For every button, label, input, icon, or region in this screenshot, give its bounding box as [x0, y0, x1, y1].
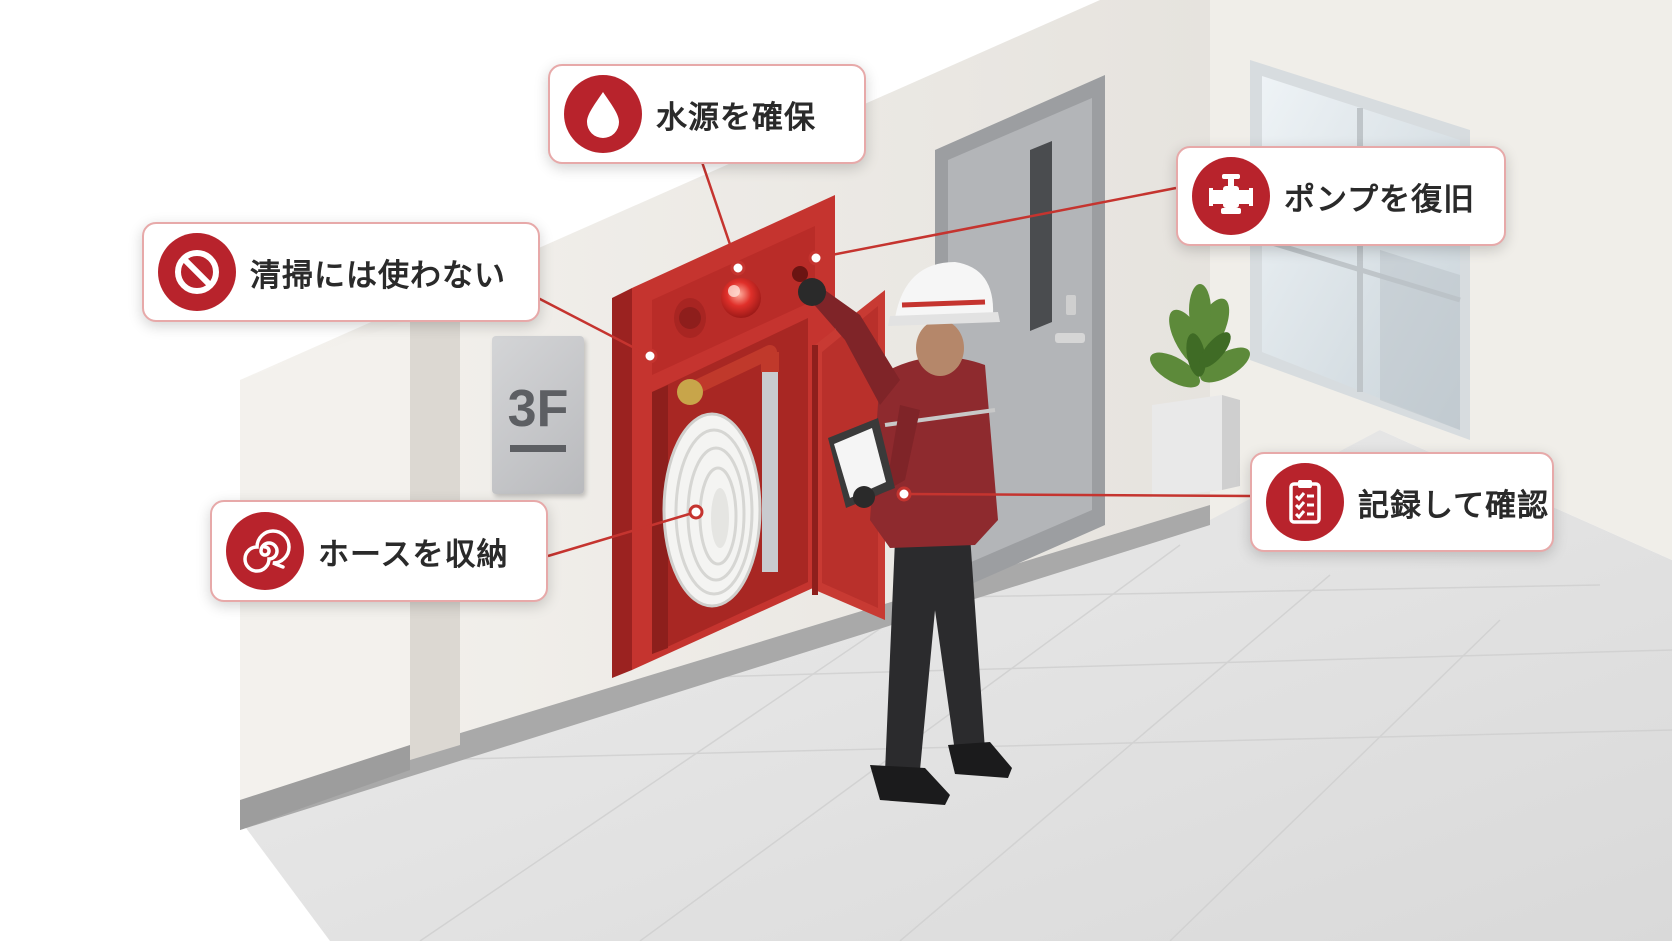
clipboard-checklist-icon — [1266, 463, 1344, 541]
floor-sign: 3F — [492, 336, 584, 494]
callout-record-confirm-label: 記録して確認 — [1358, 487, 1550, 524]
coiled-hose-icon — [226, 512, 304, 590]
callout-pump-restore-label: ポンプを復旧 — [1284, 181, 1476, 218]
prohibited-icon — [158, 233, 236, 311]
leader-record — [903, 492, 1251, 498]
callout-record-confirm: 記録して確認 — [1250, 452, 1554, 552]
potted-plant — [1150, 284, 1250, 498]
leader-dots — [642, 250, 912, 520]
callout-hose-storage: ホースを収納 — [210, 500, 548, 602]
hydrant-cabinet — [612, 195, 835, 678]
leader-water — [700, 161, 740, 269]
callout-pump-restore: ポンプを復旧 — [1176, 146, 1506, 246]
callout-water-source: 水源を確保 — [548, 64, 866, 164]
water-drop-icon — [564, 75, 642, 153]
callout-no-cleaning-use: 清掃には使わない — [142, 222, 540, 322]
leader-lines — [537, 161, 1251, 558]
pump-icon — [1192, 157, 1270, 235]
callout-no-cleaning-use-label: 清掃には使わない — [250, 257, 506, 294]
callout-hose-storage-label: ホースを収納 — [318, 536, 509, 573]
leader-hose — [547, 510, 697, 558]
floor-sign-underline — [510, 444, 566, 452]
callout-water-source-label: 水源を確保 — [656, 99, 816, 136]
floor-sign-text: 3F — [507, 379, 569, 438]
leader-no-clean — [537, 296, 651, 358]
leader-pump — [815, 186, 1177, 260]
